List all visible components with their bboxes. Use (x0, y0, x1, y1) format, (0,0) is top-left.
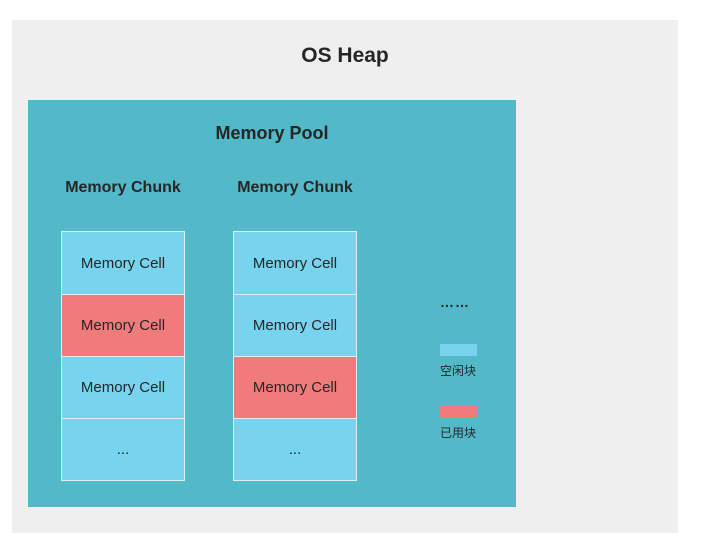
legend-used-label: 已用块 (440, 426, 477, 440)
legend-used-swatch (440, 406, 477, 418)
memory-chunk-1: Memory Cell Memory Cell Memory Cell ... (61, 231, 185, 481)
memory-cell-1-1: Memory Cell (62, 232, 184, 294)
memory-cell-2-more: ... (234, 418, 356, 480)
memory-chunk-1-title: Memory Chunk (65, 179, 181, 196)
memory-cell-2-1: Memory Cell (234, 232, 356, 294)
memory-cell-1-more: ... (62, 418, 184, 480)
memory-chunk-2-title: Memory Chunk (237, 179, 353, 196)
os-heap-title: OS Heap (301, 44, 389, 67)
legend-free-swatch (440, 344, 477, 356)
legend-free-label: 空闲块 (440, 364, 477, 378)
memory-pool: Memory Pool Memory Chunk Memory Cell Mem… (28, 100, 516, 507)
os-heap: OS Heap Memory Pool Memory Chunk Memory … (12, 20, 678, 533)
memory-cell-1-2: Memory Cell (62, 294, 184, 356)
memory-cell-2-3: Memory Cell (234, 356, 356, 418)
more-chunks-ellipsis: …… (440, 294, 470, 310)
memory-chunk-2: Memory Cell Memory Cell Memory Cell ... (233, 231, 357, 481)
memory-cell-2-2: Memory Cell (234, 294, 356, 356)
memory-cell-1-3: Memory Cell (62, 356, 184, 418)
memory-pool-title: Memory Pool (215, 123, 329, 143)
